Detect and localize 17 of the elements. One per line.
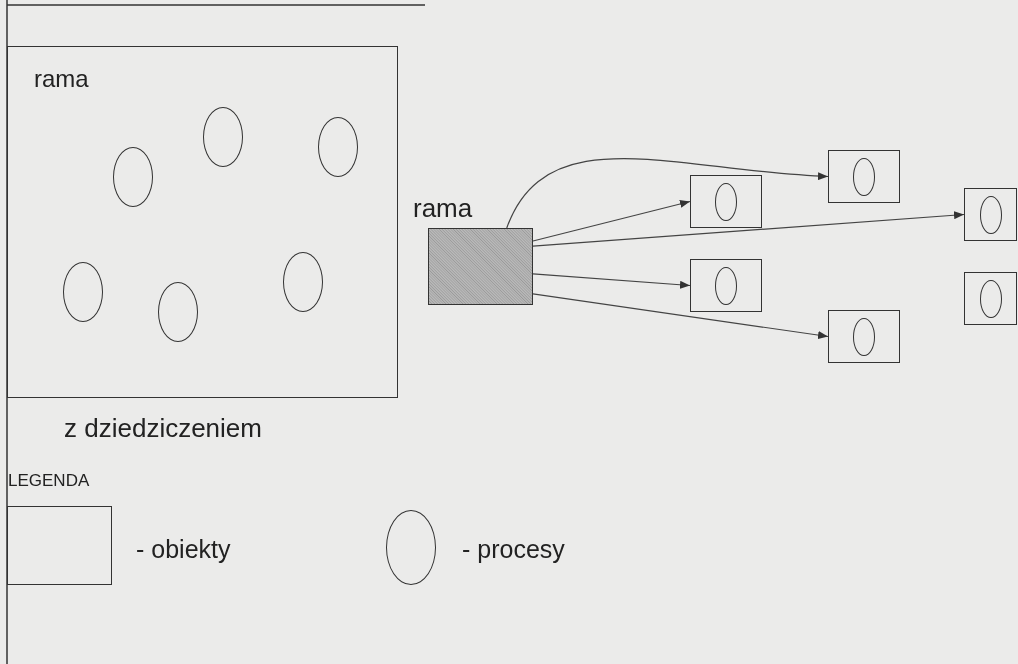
arrow — [506, 157, 829, 229]
object-box — [828, 310, 900, 363]
arrow — [532, 211, 965, 247]
arrow — [532, 273, 691, 289]
object-box — [828, 150, 900, 203]
frame-caption: z dziedziczeniem — [64, 412, 262, 445]
arrow — [532, 293, 829, 340]
frame-title: rama — [413, 192, 473, 225]
object-box — [964, 272, 1017, 325]
legend-text: - obiekty — [136, 534, 231, 565]
legend-text: - procesy — [462, 534, 565, 565]
object-box — [690, 259, 762, 312]
legend-heading: LEGENDA — [8, 470, 90, 492]
object-box — [690, 175, 762, 228]
object-box — [964, 188, 1017, 241]
frame-title: rama — [34, 64, 89, 94]
arrow — [532, 200, 691, 242]
